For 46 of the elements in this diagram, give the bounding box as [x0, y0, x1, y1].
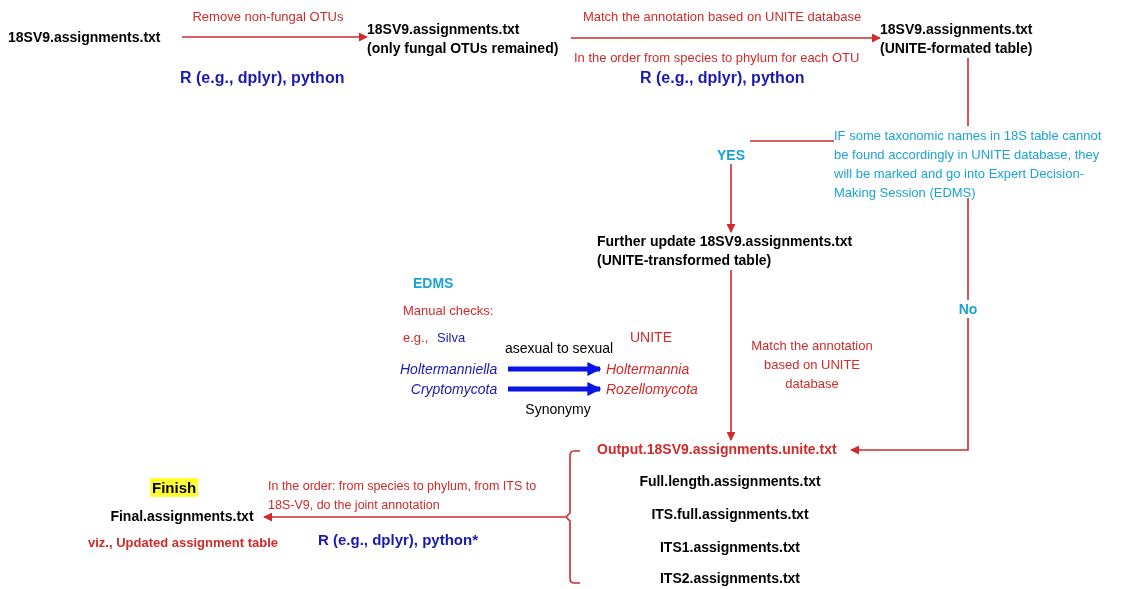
edge-label: Synonymy: [524, 400, 592, 419]
note-text: Silva: [437, 329, 466, 347]
edge-label: Match the annotation based on UNITE database: [750, 337, 874, 393]
node-text: Final.assignments.txt: [109, 507, 255, 526]
note-text: viz., Updated assignment table: [88, 534, 278, 552]
node-text: Further update 18SV9.assignments.txt: [597, 232, 854, 251]
node-text: Full.length.assignments.txt: [638, 472, 822, 491]
note-text: R (e.g., dplyr), python: [180, 68, 345, 87]
arrow: [850, 317, 969, 455]
node-text: ITS2.assignments.txt: [658, 569, 801, 588]
arrow: [508, 362, 602, 376]
edge-label: Remove non-fungal OTUs: [191, 8, 345, 26]
arrow: [508, 382, 602, 396]
highlighted-note: Finish: [150, 478, 199, 497]
node-text: 18SV9.assignments.txt: [8, 28, 162, 47]
arrow: [263, 512, 567, 522]
node-text: 18SV9.assignments.txt: [880, 20, 1034, 39]
node-text: YES: [716, 146, 746, 165]
node-text: Holtermannia: [606, 360, 691, 379]
node-text: (UNITE-formated table): [880, 39, 1034, 58]
arrow: [726, 269, 736, 441]
node-text: Cryptomycota: [409, 380, 499, 399]
arrow: [570, 33, 881, 43]
bracket: [566, 450, 580, 584]
arrow: [181, 32, 368, 42]
edge-label: asexual to sexual: [503, 339, 615, 358]
node-text: (only fungal OTUs remained): [367, 39, 560, 58]
note-text: EDMS: [413, 274, 454, 293]
arrow: [726, 163, 736, 233]
node-text: IF some taxonomic names in 18S table cannot be found accordingly in UNITE database, they will be marked and go into Expert Decision-Making Session (EDMS): [834, 127, 1103, 202]
node-text: Output.18SV9.assignments.unite.txt: [597, 440, 838, 459]
node-text: Rozellomycota: [606, 380, 699, 399]
edge-label: Match the annotation based on UNITE database: [581, 8, 863, 26]
note-text: Manual checks:: [403, 302, 494, 320]
node-text: No: [957, 300, 979, 319]
node-text: Holtermanniella: [400, 360, 499, 379]
note-text: R (e.g., dplyr), python: [640, 68, 805, 87]
node-text: ITS.full.assignments.txt: [650, 505, 810, 524]
node-text: 18SV9.assignments.txt: [367, 20, 521, 39]
edge-label: In the order: from species to phylum, from ITS to 18S-V9, do the joint annotation: [268, 478, 538, 514]
note-text: e.g.,: [403, 329, 429, 347]
note-text: R (e.g., dplyr), python*: [318, 530, 478, 549]
node-text: ITS1.assignments.txt: [658, 538, 801, 557]
note-text: In the order from species to phylum for each OTU: [574, 49, 860, 67]
note-text: UNITE: [630, 328, 672, 347]
node-text: (UNITE-transformed table): [597, 251, 773, 270]
